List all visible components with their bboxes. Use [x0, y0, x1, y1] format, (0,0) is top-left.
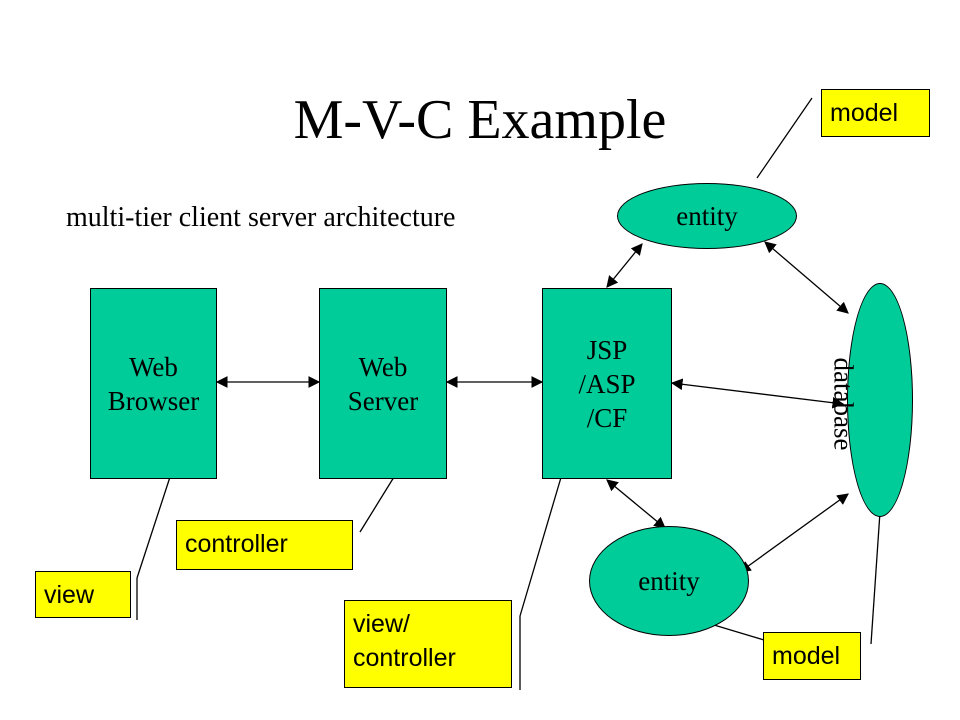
web-browser-box: Web Browser	[90, 288, 217, 479]
note-model-top: model	[821, 89, 930, 137]
note-view: view	[35, 571, 131, 618]
database-ellipse	[847, 283, 913, 517]
leader-model-top	[756, 97, 813, 179]
jsp-asp-cf-box: JSP /ASP /CF	[542, 288, 672, 479]
page-title: M-V-C Example	[293, 89, 667, 151]
subtitle: multi-tier client server architecture	[66, 202, 456, 233]
leader-controller	[359, 476, 395, 533]
note-controller: controller	[176, 520, 353, 570]
leader-model-bottom	[713, 624, 765, 641]
entity-top: entity	[617, 183, 797, 249]
arrow-jsp-database	[670, 378, 845, 409]
arrow-jsp-entity-bottom	[606, 479, 666, 529]
leader-view	[136, 476, 171, 579]
database-label: database	[828, 357, 859, 451]
note-view-controller: view/ controller	[344, 600, 512, 688]
note-model-bottom: model	[763, 632, 861, 680]
web-server-box: Web Server	[319, 288, 447, 479]
arrow-entity-bottom-database	[739, 493, 849, 573]
entity-bottom: entity	[589, 526, 749, 636]
arrow-entity-top-database	[764, 241, 849, 314]
arrow-jsp-entity-top	[606, 243, 643, 288]
leader-database-model	[870, 511, 881, 645]
